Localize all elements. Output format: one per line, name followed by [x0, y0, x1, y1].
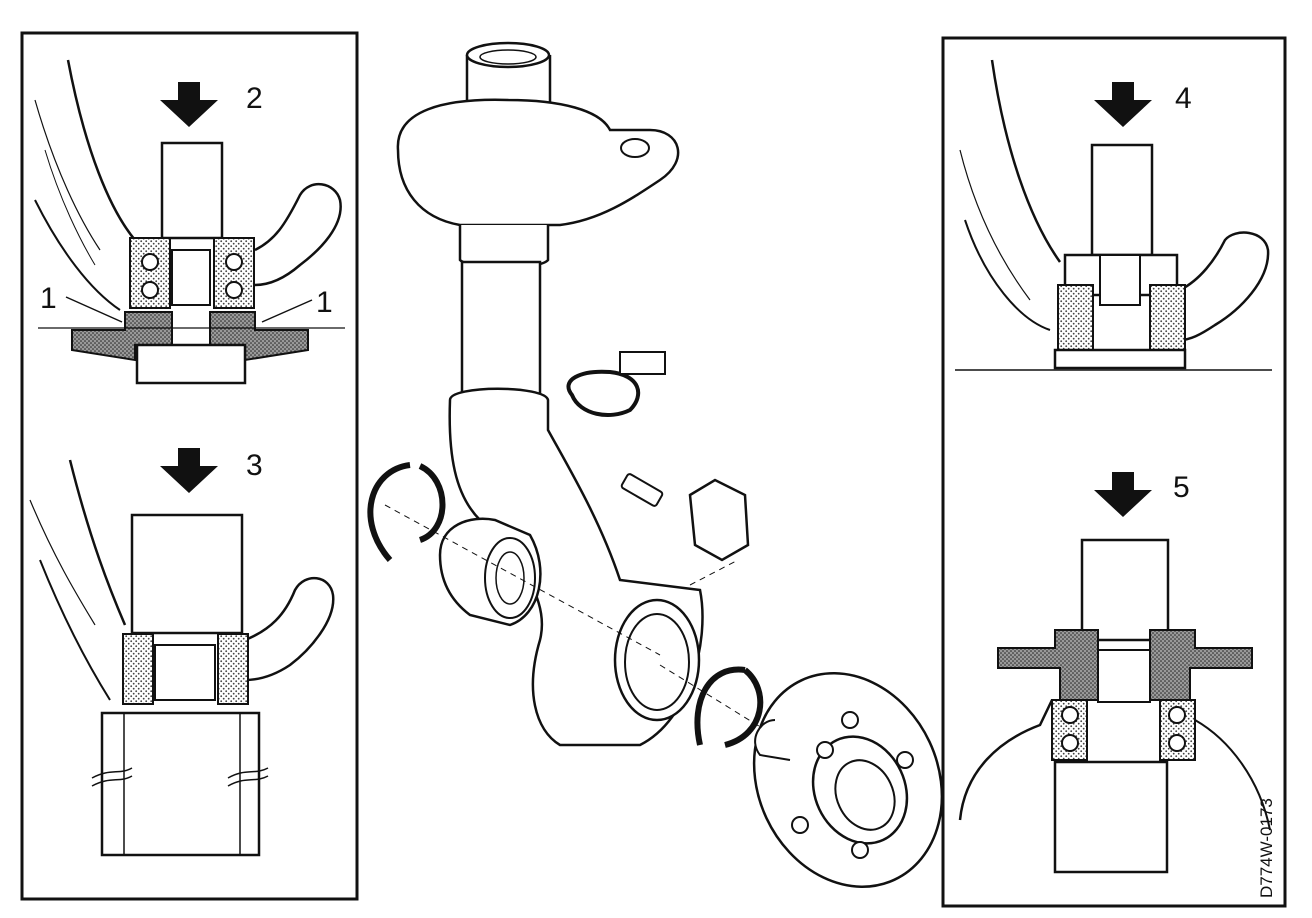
hub-flange [997, 629, 1099, 701]
step-5-illustration: 5 [958, 471, 1271, 874]
exploded-strut-assembly [367, 41, 944, 888]
circlip-right [694, 666, 764, 748]
press-arrow-icon [1094, 82, 1152, 127]
hose-clamp [566, 369, 641, 417]
support-sleeve [1053, 760, 1169, 874]
press-tool [1080, 538, 1170, 642]
press-arrow-icon [160, 448, 218, 493]
right-panel: 4 5 D774W-0173 [941, 36, 1287, 908]
callout-right-label: 1 [316, 286, 333, 319]
press-arrow-icon [160, 82, 218, 127]
support-sleeve [100, 711, 261, 857]
callout-leader-left [65, 296, 123, 323]
press-arrow-icon [1094, 472, 1152, 517]
step-2-illustration: 1 1 2 [34, 59, 345, 385]
bolt [620, 473, 664, 507]
press-tool [1090, 143, 1154, 257]
step-3-illustration: 3 [29, 448, 335, 857]
clamp-block [688, 478, 750, 562]
step-4-number: 4 [1175, 82, 1192, 115]
strut-tube [460, 260, 542, 404]
press-tool [160, 141, 224, 240]
support-plate [1053, 348, 1187, 370]
right-panel-frame [941, 36, 1287, 908]
step-3-number: 3 [246, 449, 263, 482]
drawing-code: D774W-0173 [1257, 798, 1276, 898]
left-panel: 1 1 2 3 [20, 31, 359, 901]
step-2-number: 2 [246, 82, 263, 115]
circlip-left [367, 462, 446, 562]
spring-seat [396, 98, 680, 227]
callout-left-label: 1 [40, 282, 57, 315]
step-4-illustration: 4 [959, 59, 1270, 370]
step-5-number: 5 [1173, 471, 1190, 504]
callout-leader-right [261, 299, 313, 323]
left-panel-frame [20, 31, 359, 901]
press-tool [130, 513, 244, 635]
